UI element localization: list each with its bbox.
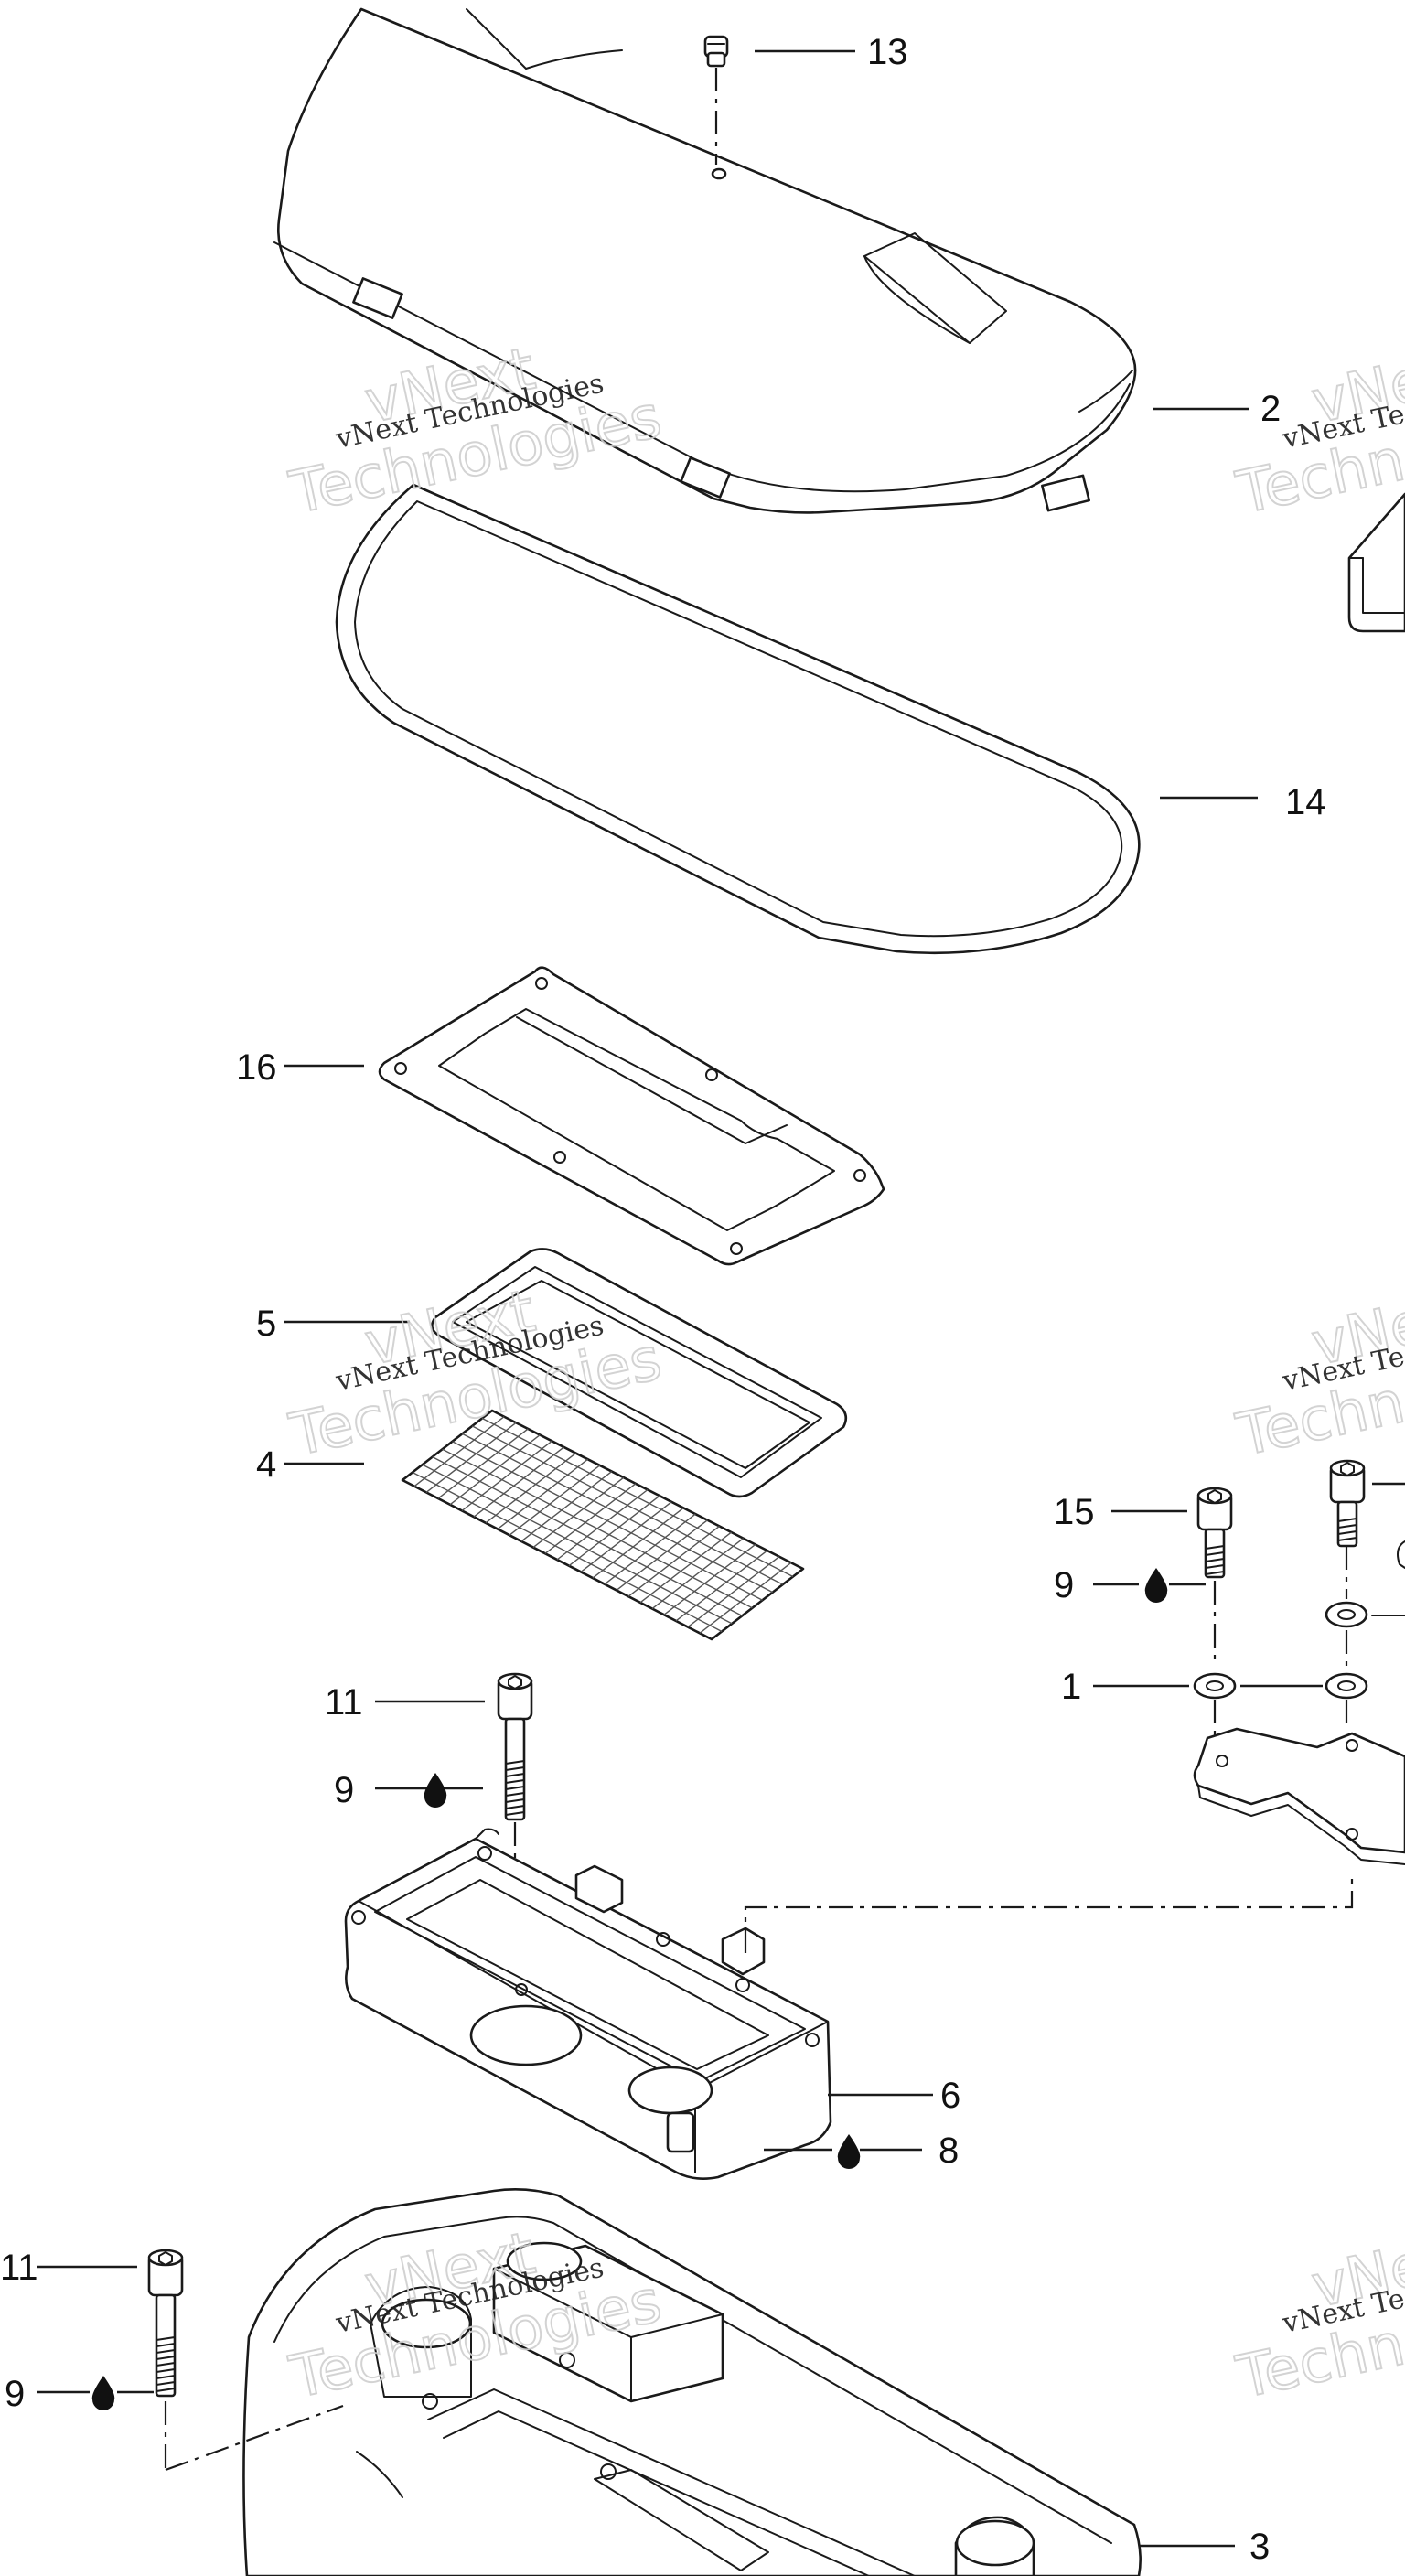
callout-8: 8 <box>938 2131 959 2171</box>
callout-1: 1 <box>1061 1667 1081 1707</box>
part-2-top-cover <box>273 7 1137 514</box>
callout-13: 13 <box>867 32 908 72</box>
callout-5: 5 <box>256 1304 276 1344</box>
part-3-base-housing: 3 <box>242 2188 1270 2576</box>
callout-16: 16 <box>236 1047 277 1088</box>
oil-drop-icon <box>837 2134 861 2169</box>
part-5-frame: 5 <box>256 1248 848 1498</box>
callout-2: 2 <box>1260 389 1281 429</box>
right-bolt-group: 15 9 1 <box>1054 1459 1405 1865</box>
bracket-fragment <box>1347 492 1405 633</box>
callout-15: 15 <box>1054 1492 1095 1532</box>
callout-9-center: 9 <box>334 1770 354 1810</box>
oil-drop-icon <box>1144 1568 1168 1603</box>
callout-11-center: 11 <box>325 1682 363 1723</box>
callout-9-right: 9 <box>1054 1565 1074 1605</box>
part-16-plate-gasket: 16 <box>236 966 885 1266</box>
callout-6: 6 <box>940 2076 960 2116</box>
part-11-left-bolt: 11 9 <box>0 2248 344 2472</box>
oil-drop-icon <box>424 1773 447 1808</box>
oil-drop-icon <box>91 2376 115 2410</box>
callout-3: 3 <box>1249 2527 1270 2567</box>
part-6-housing: 6 8 <box>344 1828 960 2180</box>
callout-14: 14 <box>1285 782 1326 822</box>
callout-11-left: 11 <box>0 2248 38 2288</box>
callout-9-left: 9 <box>5 2374 25 2414</box>
part-14-gasket: 14 <box>335 483 1326 955</box>
part-13-grommet: 13 <box>703 32 908 180</box>
callout-4: 4 <box>256 1444 276 1485</box>
part-4-mesh-screen: 4 <box>256 1409 805 1641</box>
